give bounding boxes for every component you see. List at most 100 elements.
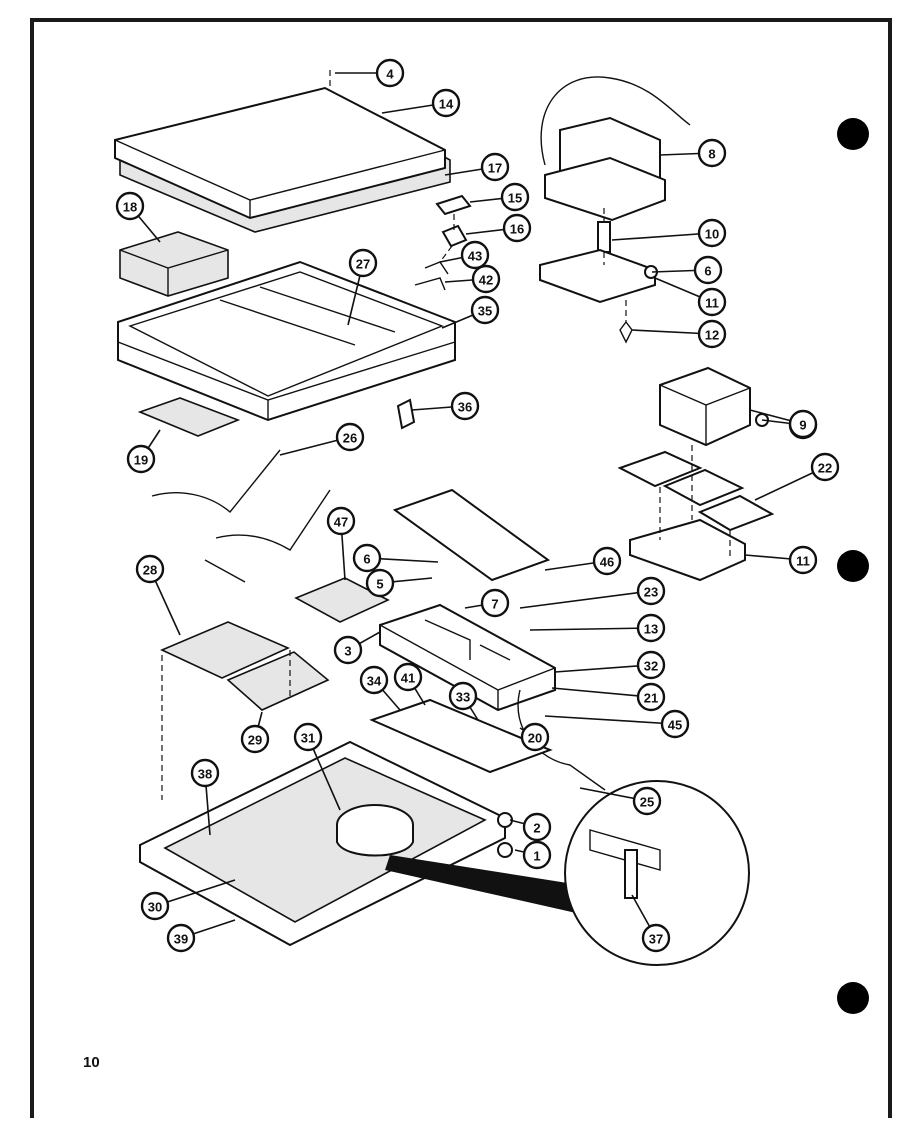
page-number: 10 (83, 1054, 100, 1071)
callout-circle-34 (359, 665, 389, 695)
callout-circle-6 (352, 543, 382, 573)
page-border-top (30, 18, 892, 22)
callout-circle-17 (480, 152, 510, 182)
callout-label-16: 16 (510, 222, 524, 237)
leader-line-23 (519, 590, 652, 609)
callout-circle-41 (393, 662, 423, 692)
callout-label-8: 8 (708, 147, 715, 162)
top-cover-assembly (114, 70, 451, 233)
callout-label-21: 21 (644, 691, 658, 706)
callout-label-42: 42 (479, 273, 493, 288)
callout-label-31: 31 (301, 731, 315, 746)
callout-circle-4 (375, 58, 405, 88)
filter-pad (137, 397, 241, 437)
callout-label-23: 23 (644, 585, 658, 600)
callout-circle-38 (190, 758, 220, 788)
relay-assembly (617, 366, 775, 582)
callout-circle-2 (522, 812, 552, 842)
callout-label-30: 30 (148, 900, 162, 915)
callout-label-5: 5 (376, 577, 383, 592)
callout-circle-6-1 (693, 255, 723, 285)
callout-label-9: 9 (799, 418, 806, 433)
callout-circle-33 (448, 681, 478, 711)
callout-label-41: 41 (401, 671, 415, 686)
callout-label-1: 1 (533, 849, 540, 864)
callout-label-13: 13 (644, 622, 658, 637)
heating-plates (160, 577, 390, 800)
callout-circle-22 (810, 452, 840, 482)
callout-circle-19 (126, 444, 156, 474)
callout-circle-10 (697, 218, 727, 248)
callout-circle-43 (460, 240, 490, 270)
callout-label-27: 27 (356, 257, 370, 272)
base-tray (139, 740, 513, 947)
callout-circle-39 (166, 923, 196, 953)
callout-label-3: 3 (344, 644, 351, 659)
callout-label-46: 46 (600, 555, 614, 570)
callout-circle-7 (480, 588, 510, 618)
callout-circle-9 (788, 409, 818, 439)
callout-label-11: 11 (705, 296, 719, 311)
callout-label-35: 35 (478, 304, 492, 319)
callout-circle-28 (135, 554, 165, 584)
callout-label-26: 26 (343, 431, 357, 446)
callout-circle-20 (520, 722, 550, 752)
callout-circle-37 (641, 923, 671, 953)
callout-circle-5 (365, 568, 395, 598)
callout-label-15: 15 (508, 191, 522, 206)
callout-circle-27 (348, 248, 378, 278)
base-frame (117, 260, 456, 422)
callout-label-43: 43 (468, 249, 482, 264)
callout-label-37: 37 (649, 932, 663, 947)
thermostat-assembly (539, 76, 691, 344)
callout-circle-32 (636, 650, 666, 680)
insulation-block (119, 231, 229, 297)
callout-label-14: 14 (439, 97, 454, 112)
callout-label-28: 28 (143, 563, 157, 578)
leader-line-32 (554, 664, 652, 673)
callout-circle-35 (470, 295, 500, 325)
callout-circle-36 (450, 391, 480, 421)
leader-line-13 (529, 627, 652, 631)
callout-label-39: 39 (174, 932, 188, 947)
binder-hole-top (837, 118, 869, 150)
callout-circle-25 (632, 786, 662, 816)
callout-label-36: 36 (458, 400, 472, 415)
callout-circle-8 (697, 138, 727, 168)
callout-circle-21 (636, 682, 666, 712)
callout-circle-45 (660, 709, 690, 739)
callout-label-33: 33 (456, 690, 470, 705)
cover-plate (392, 488, 551, 582)
callout-circle-47 (326, 506, 356, 536)
callout-label-20: 20 (528, 731, 542, 746)
mounting-clip (396, 398, 416, 430)
callout-circle-26 (335, 422, 365, 452)
hinge-arms (151, 449, 331, 583)
detail-magnifier (385, 780, 750, 966)
callout-circle-12 (697, 319, 727, 349)
callout-circle-42 (471, 264, 501, 294)
callout-circle-46 (592, 546, 622, 576)
callout-circle-16 (502, 213, 532, 243)
callout-label-38: 38 (198, 767, 212, 782)
display-board (369, 698, 553, 774)
callout-label-32: 32 (644, 659, 658, 674)
callout-circle-29 (240, 724, 270, 754)
callout-label-10: 10 (705, 227, 719, 242)
callout-circle-1 (522, 840, 552, 870)
callout-label-17: 17 (488, 161, 502, 176)
callout-circle-30 (140, 891, 170, 921)
control-panel (379, 603, 556, 712)
callout-circle-13 (636, 613, 666, 643)
callout-circle-11 (697, 287, 727, 317)
leader-line-21 (551, 687, 652, 698)
switch-bracket-parts (414, 194, 472, 291)
callout-circle-18 (115, 191, 145, 221)
binder-hole-middle (837, 550, 869, 582)
callout-label-18: 18 (123, 200, 137, 215)
callout-circle-11-1 (788, 545, 818, 575)
callout-label-45: 45 (668, 718, 682, 733)
callout-label-4: 4 (386, 67, 394, 82)
callout-label-11-1: 11 (796, 554, 810, 569)
